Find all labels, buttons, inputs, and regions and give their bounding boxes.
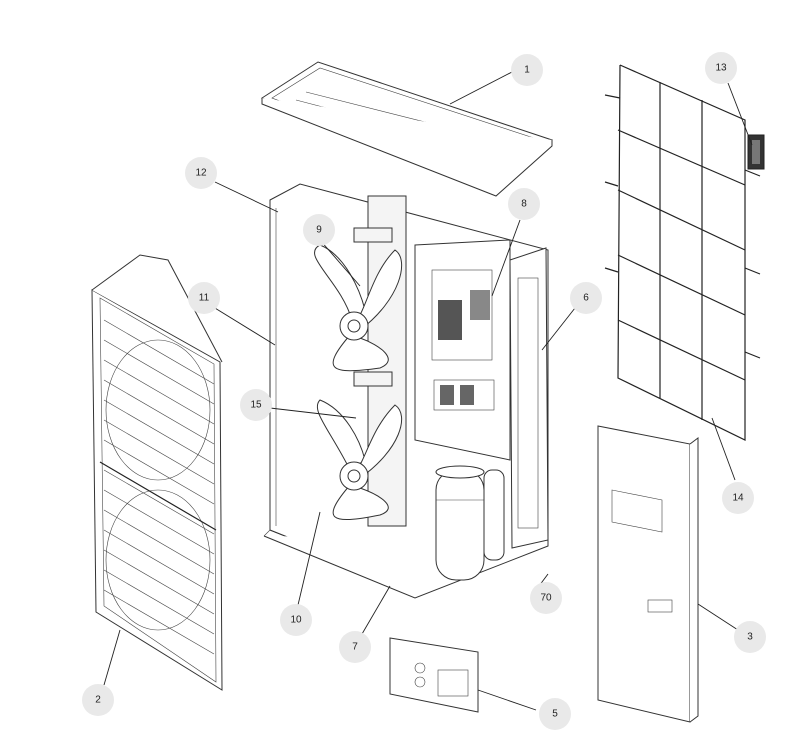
callout-3-label: 3	[747, 632, 753, 643]
callout-15-label: 15	[250, 400, 262, 411]
callout-2-label: 2	[95, 695, 101, 706]
callout-1-label: 1	[524, 65, 530, 76]
callout-6-label: 6	[583, 293, 589, 304]
callout-8: 8	[508, 188, 540, 220]
lower-fan-blade	[316, 399, 403, 521]
control-box-section	[414, 239, 511, 461]
callout-5: 5	[539, 698, 571, 730]
callout-2: 2	[82, 684, 114, 716]
upper-fan-blade	[314, 244, 403, 372]
callout-3: 3	[734, 621, 766, 653]
callout-8-label: 8	[521, 199, 527, 210]
callout-10: 10	[280, 604, 312, 636]
rear-wire-guard	[604, 64, 761, 441]
leader-lines	[103, 71, 753, 711]
callout-70: 70	[530, 582, 562, 614]
bottom-plate	[389, 637, 479, 713]
front-service-panel	[597, 425, 699, 723]
callout-70-label: 70	[540, 593, 552, 604]
small-bracket-part	[747, 134, 765, 170]
callout-14: 14	[722, 482, 754, 514]
callout-9-label: 9	[316, 225, 322, 236]
callout-1: 1	[511, 54, 543, 86]
callout-6: 6	[570, 282, 602, 314]
front-grille	[91, 254, 223, 691]
top-cover-panel	[260, 61, 553, 197]
callout-15: 15	[240, 389, 272, 421]
callout-12-label: 12	[195, 168, 207, 179]
callout-12: 12	[185, 157, 217, 189]
callout-9: 9	[303, 214, 335, 246]
callout-11: 11	[188, 282, 220, 314]
callout-7: 7	[339, 631, 371, 663]
grille-louvres	[103, 319, 215, 655]
right-side-panel	[509, 247, 549, 549]
callout-11-label: 11	[199, 293, 210, 304]
callout-5-label: 5	[552, 709, 558, 720]
callout-14-label: 14	[732, 493, 744, 504]
compressor	[435, 465, 505, 581]
callout-10-label: 10	[290, 615, 302, 626]
callout-7-label: 7	[352, 642, 358, 653]
callout-13-label: 13	[715, 63, 727, 74]
callout-13: 13	[705, 52, 737, 84]
